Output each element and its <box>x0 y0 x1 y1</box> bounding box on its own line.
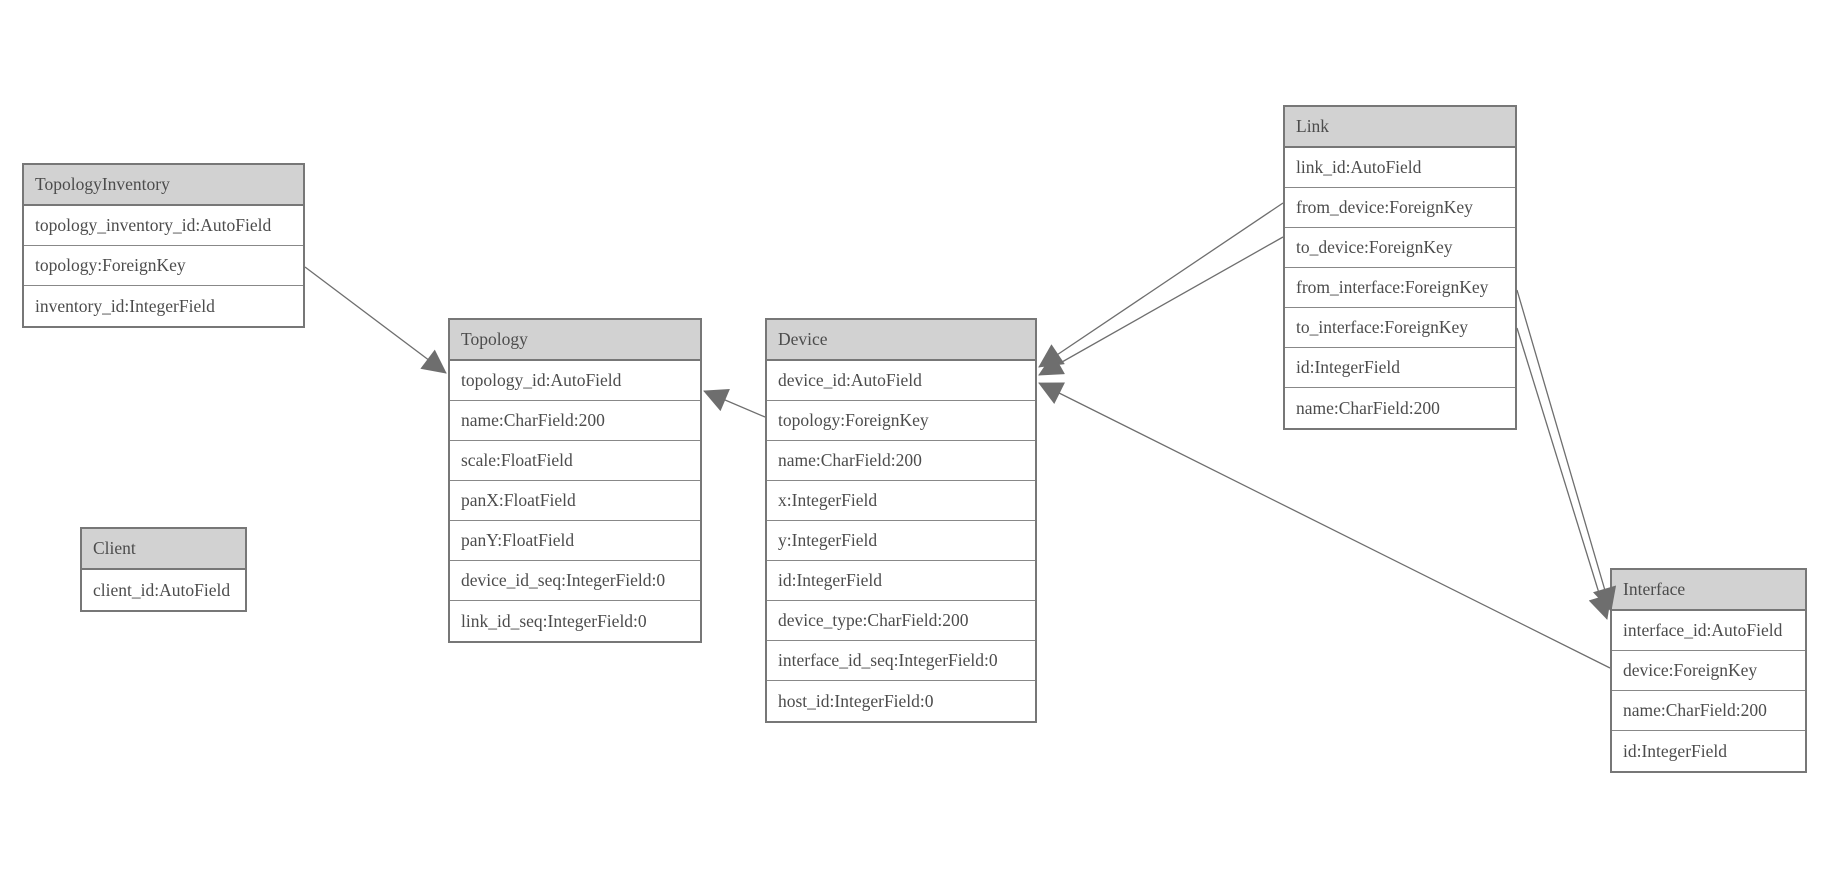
edge-device-topology-fk <box>703 388 766 418</box>
edge-link-from-device-fk <box>1038 202 1284 368</box>
field-row: from_device:ForeignKey <box>1285 188 1515 228</box>
field-row: topology_inventory_id:AutoField <box>24 206 303 246</box>
field-row: y:IntegerField <box>767 521 1035 561</box>
field-row: topology:ForeignKey <box>24 246 303 286</box>
field-row: device_type:CharField:200 <box>767 601 1035 641</box>
field-row: id:IntegerField <box>1612 731 1805 771</box>
field-row: link_id:AutoField <box>1285 148 1515 188</box>
field-row: to_interface:ForeignKey <box>1285 308 1515 348</box>
edge-link-to-interface-fk <box>1516 327 1612 620</box>
field-row: name:CharField:200 <box>450 401 700 441</box>
field-row: id:IntegerField <box>1285 348 1515 388</box>
entity-title-topology: Topology <box>450 320 700 361</box>
field-row: client_id:AutoField <box>82 570 245 610</box>
edge-link-from-interface-fk <box>1516 289 1617 612</box>
field-row: panY:FloatField <box>450 521 700 561</box>
entity-title-link: Link <box>1285 107 1515 148</box>
field-row: inventory_id:IntegerField <box>24 286 303 326</box>
entity-title-topology-inventory: TopologyInventory <box>24 165 303 206</box>
field-row: x:IntegerField <box>767 481 1035 521</box>
field-row: device:ForeignKey <box>1612 651 1805 691</box>
field-row: device_id:AutoField <box>767 361 1035 401</box>
field-row: scale:FloatField <box>450 441 700 481</box>
field-row: panX:FloatField <box>450 481 700 521</box>
entity-title-client: Client <box>82 529 245 570</box>
field-row: from_interface:ForeignKey <box>1285 268 1515 308</box>
field-row: name:CharField:200 <box>767 441 1035 481</box>
edge-link-to-device-fk <box>1038 236 1284 376</box>
edge-topologyinventory-topology-fk <box>304 266 447 374</box>
entity-title-device: Device <box>767 320 1035 361</box>
field-row: link_id_seq:IntegerField:0 <box>450 601 700 641</box>
field-row: to_device:ForeignKey <box>1285 228 1515 268</box>
field-row: topology_id:AutoField <box>450 361 700 401</box>
field-row: id:IntegerField <box>767 561 1035 601</box>
field-row: topology:ForeignKey <box>767 401 1035 441</box>
field-row: name:CharField:200 <box>1612 691 1805 731</box>
field-row: interface_id:AutoField <box>1612 611 1805 651</box>
field-row: device_id_seq:IntegerField:0 <box>450 561 700 601</box>
field-row: interface_id_seq:IntegerField:0 <box>767 641 1035 681</box>
entity-title-interface: Interface <box>1612 570 1805 611</box>
field-row: host_id:IntegerField:0 <box>767 681 1035 721</box>
field-row: name:CharField:200 <box>1285 388 1515 428</box>
